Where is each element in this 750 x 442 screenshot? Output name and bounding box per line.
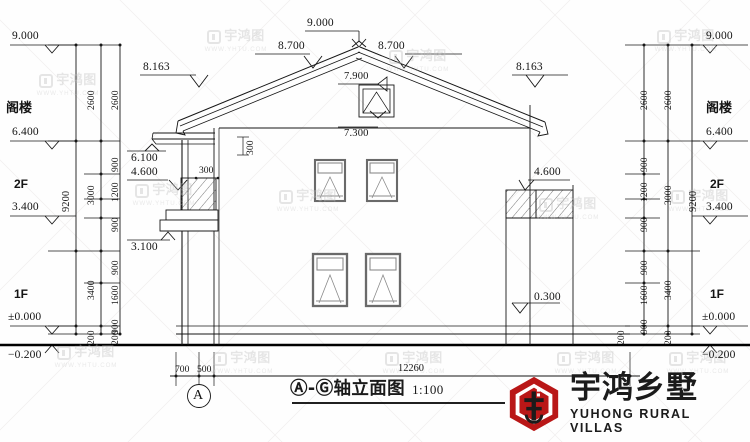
left-floor-1f: 1F <box>14 287 29 301</box>
left-dim-mid-3: 200 <box>86 330 97 345</box>
left-dim-inner-3: 900 <box>110 217 121 232</box>
right-dim-mid-2: 3400 <box>663 280 674 300</box>
left-attic-label: 阁楼 <box>6 101 33 116</box>
right-dim-mid-0: 2600 <box>663 90 674 110</box>
right-dim-inner-0: 2600 <box>639 90 650 110</box>
dormer-bottom-elev: 7.300 <box>344 128 369 139</box>
left-dim-inner-5: 1600 <box>110 285 121 305</box>
left-dim-inner-0: 2600 <box>86 90 97 110</box>
left-balcony-base-elev: 3.100 <box>131 241 158 253</box>
balcony-depth-dim: 300 <box>199 165 214 176</box>
left-balcony-elev: 4.600 <box>131 166 158 178</box>
dormer-top-elev: 7.900 <box>344 71 369 82</box>
left-dim-mid-2: 3400 <box>86 280 97 300</box>
left-level-6400: 6.400 <box>12 126 39 138</box>
left-level-3400: 3.400 <box>12 201 39 213</box>
right-dim-inner-5: 1600 <box>639 285 650 305</box>
axis-bubble-a-label: A <box>193 388 204 403</box>
right-dim-inner-4: 900 <box>639 260 650 275</box>
left-dim-inner-1: 900 <box>110 157 121 172</box>
right-dim-inner-6: 900 <box>639 319 650 334</box>
right-floor-2f: 2F <box>710 177 725 191</box>
left-level-minus0200: −0.200 <box>8 349 42 361</box>
right-dim-inner-1: 900 <box>639 157 650 172</box>
drawing-title-block: Ⓐ-Ⓖ轴立面图 1:100 <box>290 379 444 399</box>
right-level-minus0200: −0.200 <box>702 349 736 361</box>
right-level-9000: 9.000 <box>706 30 733 42</box>
left-level-0000: ±0.000 <box>8 311 42 323</box>
left-dim-mid-1: 3000 <box>86 185 97 205</box>
right-level-6400: 6.400 <box>706 126 733 138</box>
bottom-dim-700: 700 <box>175 364 190 375</box>
roof-right-eave-elev: 8.163 <box>516 61 543 73</box>
right-dim-inner-7: 200 <box>616 330 627 345</box>
left-floor-2f: 2F <box>14 177 29 191</box>
roof-ridge-elev: 9.000 <box>307 17 334 29</box>
right-dim-inner-2: 1200 <box>639 182 650 202</box>
right-dim-mid-1: 3000 <box>663 185 674 205</box>
left-dim-inner-7: 200 <box>110 330 121 345</box>
right-floor-1f: 1F <box>710 287 725 301</box>
left-dim-inner-2: 1200 <box>110 182 121 202</box>
bottom-dim-overall: 12260 <box>398 363 424 374</box>
right-level-0000: ±0.000 <box>702 311 736 323</box>
drawing-scale: 1:100 <box>412 381 444 397</box>
right-plinth-elev: 0.300 <box>534 291 561 303</box>
right-attic-label: 阁楼 <box>706 101 733 116</box>
brand-name-cn: 宇鸿乡墅 <box>570 370 698 407</box>
roof-left-slope-elev: 8.700 <box>278 40 305 52</box>
right-dim-mid-3: 200 <box>663 330 674 345</box>
right-dim-inner-3: 900 <box>639 217 650 232</box>
right-dim-total: 9200 <box>688 190 699 212</box>
eave-thickness-dim: 300 <box>245 140 256 155</box>
drawing-title: Ⓐ-Ⓖ轴立面图 <box>290 379 406 399</box>
right-wall-elev: 4.600 <box>534 166 561 178</box>
left-canopy-elev: 6.100 <box>131 152 158 164</box>
left-dim-total: 9200 <box>61 190 72 212</box>
left-level-9000: 9.000 <box>12 30 39 42</box>
brand-hexagon-icon <box>509 376 559 432</box>
brand-logo: 宇鸿乡墅 YUHONG RURAL VILLAS <box>505 372 745 436</box>
brand-name-en: YUHONG RURAL VILLAS <box>570 406 691 435</box>
left-dim-mid-0: 2600 <box>110 90 121 110</box>
bottom-dim-500: 500 <box>197 364 212 375</box>
left-dim-inner-4: 900 <box>110 260 121 275</box>
right-level-3400: 3.400 <box>706 201 733 213</box>
brand-text: 宇鸿乡墅 YUHONG RURAL VILLAS <box>570 373 745 435</box>
roof-left-eave-elev: 8.163 <box>143 61 170 73</box>
roof-right-slope-elev: 8.700 <box>378 40 405 52</box>
